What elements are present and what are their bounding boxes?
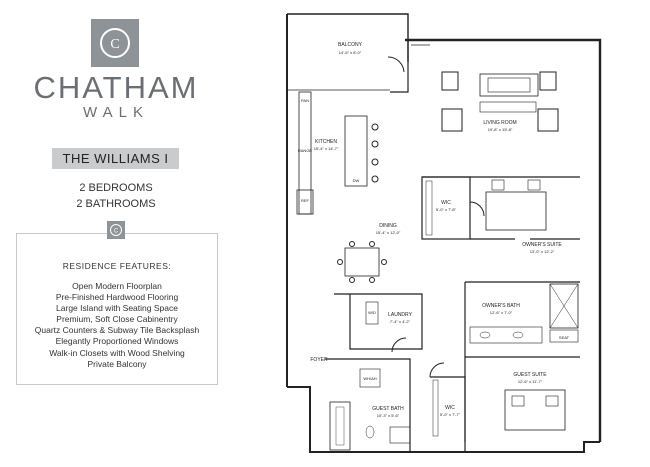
living-room-dims: 19'-8" x 15'-8" xyxy=(488,127,513,132)
bathrooms-count: 2 BATHROOMS xyxy=(76,198,156,210)
wd-label: W/D xyxy=(368,310,376,315)
svg-text:C: C xyxy=(110,37,119,52)
laundry-dims: 7'-4" x 4'-2" xyxy=(390,319,411,324)
guest-suite-label: GUEST SUITE xyxy=(513,372,547,378)
brand-subname: WALK xyxy=(83,104,149,121)
range-label: RANGE xyxy=(298,148,313,153)
wic-label: WIC xyxy=(445,405,455,411)
owners-suite-label: OWNER'S SUITE xyxy=(522,242,562,248)
logo-mark-icon: C xyxy=(110,224,122,236)
guest-bath-label: GUEST BATH xyxy=(372,406,404,412)
foyer-label: FOYER xyxy=(310,357,328,363)
wic-label: WIC xyxy=(441,200,451,206)
laundry-label: LAUNDRY xyxy=(388,312,412,318)
guest-bath-dims: 10'-3" x 5'-6" xyxy=(377,413,400,418)
feature-item: Premium, Soft Close Cabinentry xyxy=(56,314,178,325)
owners-bath-label: OWNER'S BATH xyxy=(482,303,520,309)
feature-item: Walk-in Closets with Wood Shelving xyxy=(49,347,185,358)
owners-bath-dims: 12'-6" x 7'-0" xyxy=(490,310,513,315)
wic-dims: 5'-0" x 7'-8" xyxy=(436,207,457,212)
floor-plan: BALCONY 14'-6" x 8'-0" LIVING ROOM 19'-8… xyxy=(286,13,602,453)
guest-suite-dims: 12'-6" x 11'-7" xyxy=(518,379,543,384)
kitchen-dims: 15'-4" x 14'-7" xyxy=(314,146,339,151)
seat-label: SEAT xyxy=(559,335,570,340)
bedrooms-count: 2 BEDROOMS xyxy=(79,182,153,194)
feature-item: Quartz Counters & Subway Tile Backsplash xyxy=(34,325,200,336)
feature-item: Pre-Finished Hardwood Flooring xyxy=(55,292,179,303)
feature-item: Elegantly Proportioned Windows xyxy=(55,336,179,347)
dw-label: DW xyxy=(353,178,360,183)
living-room-label: LIVING ROOM xyxy=(483,120,516,126)
brand-logo: C xyxy=(91,19,139,67)
feature-item: Private Balcony xyxy=(87,358,147,369)
wh-label: WH/AH xyxy=(363,376,376,381)
brand-name: CHATHAM xyxy=(33,70,199,105)
dining-dims: 15'-4" x 12'-0" xyxy=(376,230,401,235)
small-logo: C xyxy=(107,221,125,239)
balcony-dims: 14'-6" x 8'-0" xyxy=(339,50,362,55)
feature-item: Large Island with Seating Space xyxy=(56,303,178,314)
ref-label: REF xyxy=(301,198,310,203)
logo-mark-icon: C xyxy=(100,28,130,58)
features-heading: RESIDENCE FEATURES: xyxy=(62,261,172,271)
wic-dims: 5'-0" x 7'-7" xyxy=(440,412,461,417)
balcony-label: BALCONY xyxy=(338,42,363,48)
dining-label: DINING xyxy=(379,223,397,229)
features-list: Open Modern Floorplan Pre-Finished Hardw… xyxy=(17,281,217,370)
owners-suite-dims: 13'-0" x 12'-2" xyxy=(530,249,555,254)
kitchen-label: KITCHEN xyxy=(315,139,337,145)
features-card: RESIDENCE FEATURES: Open Modern Floorpla… xyxy=(16,233,218,385)
unit-title: THE WILLIAMS I xyxy=(52,148,179,169)
pantry-label: PAN xyxy=(301,98,309,103)
svg-text:C: C xyxy=(114,229,119,235)
feature-item: Open Modern Floorplan xyxy=(72,281,162,291)
